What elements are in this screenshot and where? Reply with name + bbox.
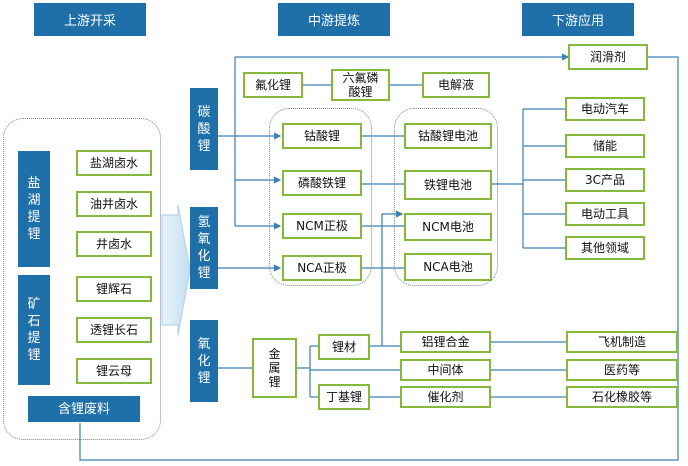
electrolyte: 电解液	[422, 72, 490, 98]
cathode-ncm: NCM正极	[282, 213, 362, 239]
battery-lco: 钴酸锂电池	[404, 123, 492, 149]
salt-lake-label: 盐湖提锂	[18, 151, 50, 267]
source-well-brine: 井卤水	[76, 231, 152, 257]
li-fluoride: 氟化锂	[243, 72, 303, 98]
source-spodumene: 锂辉石	[76, 276, 152, 302]
pharma: 医药等	[566, 359, 678, 381]
app-power-tools: 电动工具	[565, 202, 645, 226]
source-lepidolite: 锂云母	[76, 358, 152, 384]
battery-nca: NCA电池	[404, 253, 492, 281]
cathode-nca: NCA正极	[282, 255, 362, 281]
battery-lfp: 铁锂电池	[404, 170, 492, 200]
al-li-alloy: 铝锂合金	[400, 331, 491, 353]
app-other: 其他领域	[565, 236, 645, 260]
header-upstream: 上游开采	[34, 3, 146, 36]
lubricant: 润滑剂	[568, 44, 648, 70]
upstream-group	[3, 118, 161, 440]
cathode-lfp: 磷酸铁锂	[282, 170, 362, 196]
catalyst: 催化剂	[400, 386, 491, 408]
source-salt-lake-brine: 盐湖卤水	[76, 150, 152, 176]
source-petalite: 透锂长石	[76, 317, 152, 343]
aircraft: 飞机制造	[566, 331, 678, 353]
li-material: 锂材	[318, 334, 370, 360]
waste-label: 含锂废料	[28, 396, 140, 422]
li-oxide: 氧化锂	[190, 320, 218, 402]
li-hydroxide: 氢氧化锂	[190, 207, 218, 289]
rubber: 石化橡胶等	[566, 386, 678, 408]
source-oilwell-brine: 油井卤水	[76, 191, 152, 217]
cathode-group	[269, 108, 372, 286]
cathode-lco: 钴酸锂	[282, 123, 362, 149]
header-downstream: 下游应用	[522, 3, 634, 36]
intermediate: 中间体	[400, 359, 491, 381]
battery-ncm: NCM电池	[404, 213, 492, 241]
lipf6: 六氟磷酸锂	[331, 69, 390, 101]
app-3c: 3C产品	[565, 168, 645, 192]
battery-group	[394, 108, 498, 286]
ore-label: 矿石提锂	[18, 275, 50, 385]
app-ev: 电动汽车	[565, 97, 645, 121]
header-midstream: 中游提炼	[278, 3, 390, 36]
metal-li: 金属锂	[252, 338, 297, 398]
butyl-li: 丁基锂	[318, 384, 370, 410]
app-storage: 储能	[565, 134, 645, 158]
li-carbonate: 碳酸锂	[190, 88, 218, 170]
